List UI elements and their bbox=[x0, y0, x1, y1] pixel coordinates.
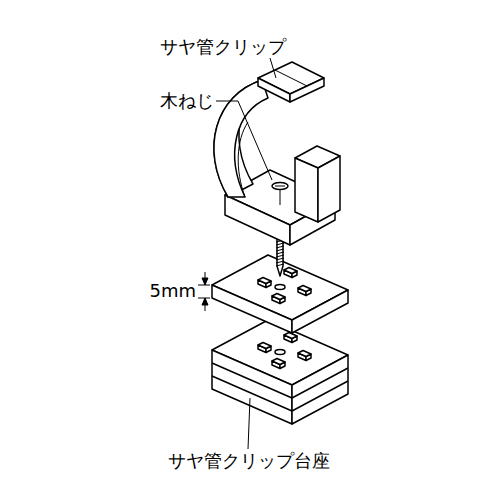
tab bbox=[272, 294, 285, 304]
tab bbox=[284, 268, 297, 278]
screw-thread bbox=[276, 246, 284, 248]
screw-thread bbox=[276, 264, 284, 266]
part-name: 木ねじ bbox=[158, 90, 216, 112]
screw-thread bbox=[276, 258, 284, 260]
tab bbox=[298, 286, 311, 296]
wood-screw bbox=[276, 238, 284, 276]
tab bbox=[258, 343, 271, 353]
clip-base bbox=[212, 320, 348, 424]
leader-lines bbox=[212, 58, 276, 449]
leader-line bbox=[212, 101, 272, 180]
screw-thread bbox=[276, 261, 284, 263]
tab bbox=[298, 351, 311, 361]
tab bbox=[272, 359, 285, 369]
plate-tabs bbox=[258, 268, 311, 304]
dimension-label: 5mm bbox=[147, 280, 198, 302]
tab bbox=[258, 278, 271, 288]
sheath-pipe-clip bbox=[214, 62, 340, 245]
tab bbox=[284, 333, 297, 343]
base-tabs bbox=[258, 333, 311, 369]
leader-line bbox=[270, 58, 276, 78]
screw-thread bbox=[276, 255, 284, 257]
part-name: サヤ管クリップ bbox=[158, 36, 288, 58]
leader-line bbox=[248, 398, 250, 449]
screw-thread bbox=[276, 249, 284, 251]
part-name: サヤ管クリップ台座 bbox=[166, 450, 332, 472]
screw-thread bbox=[276, 252, 284, 254]
dimension bbox=[198, 272, 210, 311]
screw-thread bbox=[276, 243, 284, 245]
